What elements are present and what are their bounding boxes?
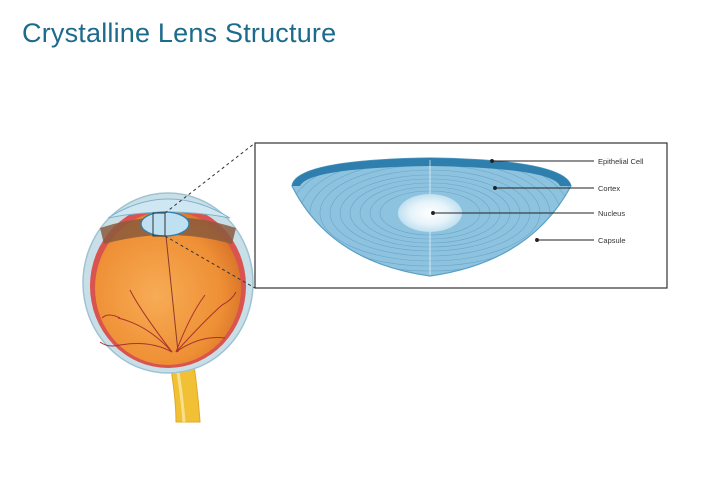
page-title: Crystalline Lens Structure: [22, 18, 337, 48]
zoom-marker: [152, 212, 166, 237]
vitreous-body: [95, 211, 241, 365]
label-capsule: Capsule: [598, 236, 626, 245]
retinal-vessels: [99, 289, 237, 353]
cornea: [107, 198, 231, 219]
epithelial-layer: [292, 158, 571, 186]
lens-cross-section: [291, 157, 572, 277]
zoom-line-top: [164, 142, 256, 214]
label-nucleus: Nucleus: [598, 209, 625, 218]
eye-illustration: [82, 192, 254, 423]
label-cortex: Cortex: [598, 184, 620, 193]
zoom-line-bottom: [164, 235, 256, 289]
nucleus: [398, 194, 462, 232]
label-epithelial-cell: Epithelial Cell: [598, 157, 644, 166]
label-leaders: [431, 159, 594, 242]
